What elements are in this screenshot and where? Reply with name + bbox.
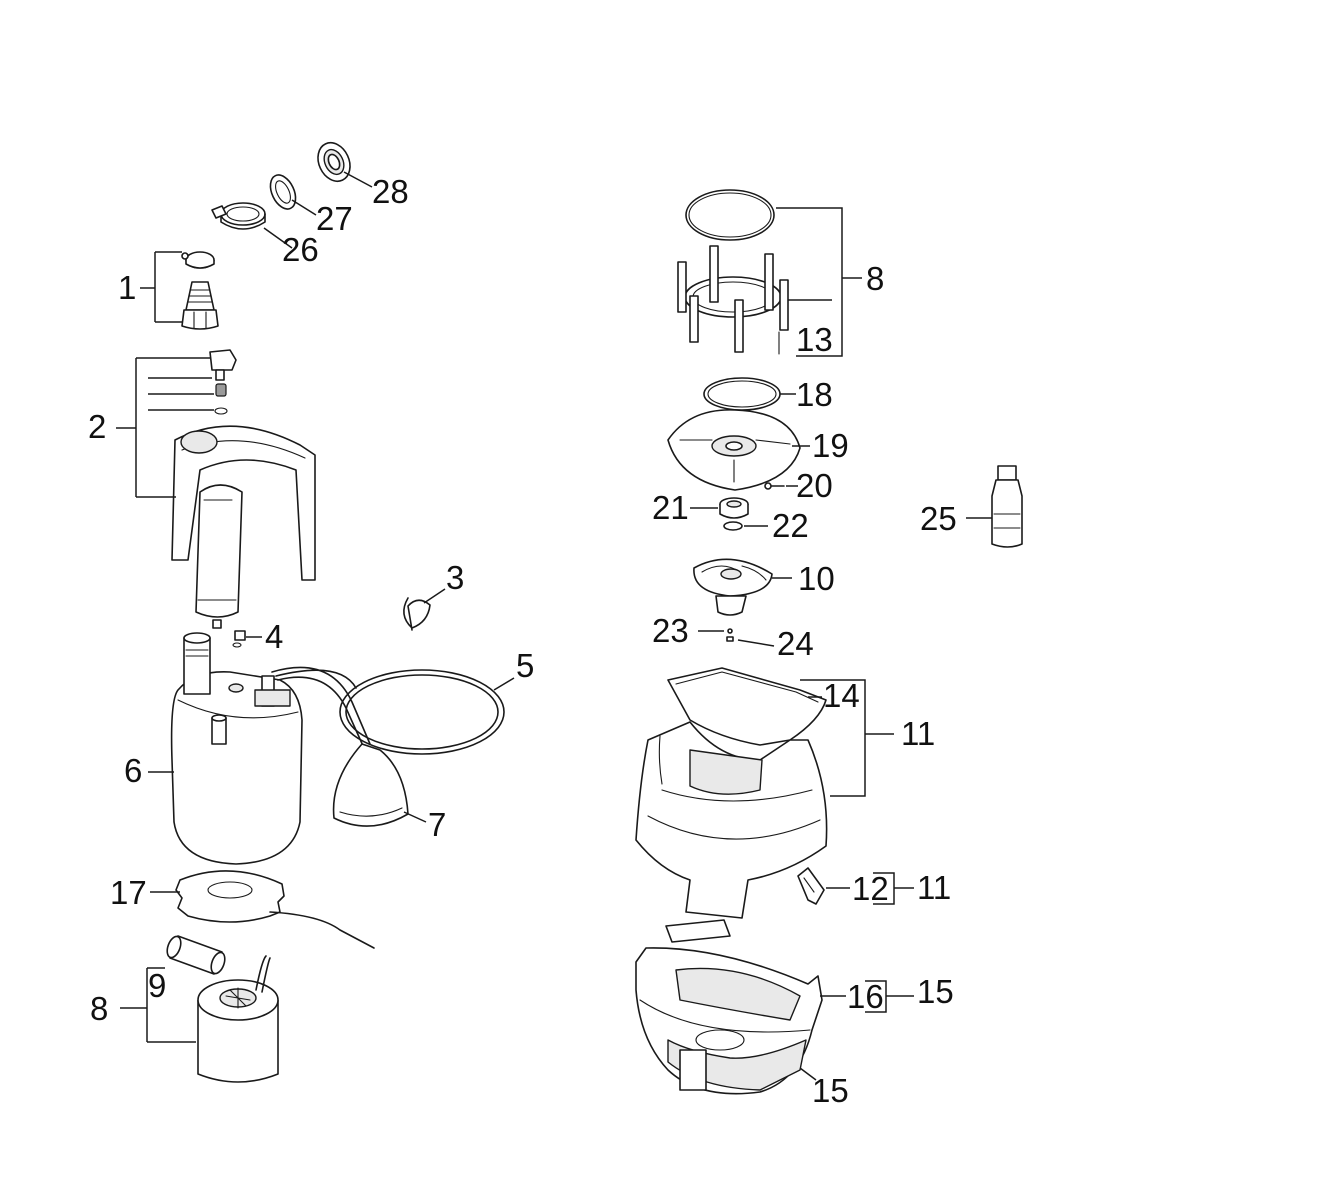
callout-17: 17 — [110, 874, 147, 911]
callout-6: 6 — [124, 752, 142, 789]
callout-22: 22 — [772, 507, 809, 544]
part-7-float-switch — [271, 666, 409, 827]
part-22-seal-ring — [723, 521, 743, 531]
part-11-clip — [665, 919, 731, 943]
callout-15-bottom: 15 — [812, 1072, 849, 1109]
callout-16: 16 — [847, 978, 884, 1015]
callout-11-bottom: 11 — [917, 869, 951, 906]
part-5-power-cable — [275, 669, 505, 755]
part-15-strainer-base — [635, 947, 823, 1095]
part-11-pump-base — [635, 667, 828, 919]
part-10-impeller — [693, 558, 773, 616]
part-25-oil-bottle — [991, 465, 1023, 548]
part-8-motor-unit — [197, 955, 279, 1083]
part-8-top-frame — [677, 189, 789, 355]
callout-2: 2 — [88, 408, 106, 445]
part-12-latch — [797, 867, 825, 905]
callout-4: 4 — [265, 618, 283, 655]
part-1-outlet-connector — [181, 251, 219, 330]
callout-23: 23 — [652, 612, 689, 649]
callout-25: 25 — [920, 500, 957, 537]
callout-28: 28 — [372, 173, 409, 210]
callout-8-right: 8 — [866, 260, 884, 297]
callout-11-top: 11 — [901, 715, 935, 752]
callout-5: 5 — [516, 647, 534, 684]
callout-14: 14 — [823, 677, 860, 714]
callout-8-left: 8 — [90, 990, 108, 1027]
callout-26: 26 — [282, 231, 319, 268]
part-3-clip — [403, 597, 431, 631]
part-2-handle-assembly — [171, 349, 316, 629]
part-6-pump-housing — [170, 632, 303, 865]
callout-19: 19 — [812, 427, 849, 464]
callout-3: 3 — [446, 559, 464, 596]
callout-7: 7 — [428, 806, 446, 843]
part-26-hose-clamp — [211, 202, 266, 230]
callout-24: 24 — [777, 625, 814, 662]
callout-21: 21 — [652, 489, 689, 526]
callout-15-side: 15 — [917, 973, 954, 1010]
callout-20: 20 — [796, 467, 833, 504]
callout-27: 27 — [316, 200, 353, 237]
callout-9: 9 — [148, 967, 166, 1004]
callout-12: 12 — [852, 870, 889, 907]
part-27-seal-ring — [269, 174, 297, 210]
part-4-valve — [232, 630, 246, 648]
part-9-capacitor — [166, 935, 226, 975]
part-21-shaft-seal — [719, 497, 749, 519]
callout-1: 1 — [118, 269, 136, 306]
callout-18: 18 — [796, 376, 833, 413]
part-24-screw — [726, 636, 734, 642]
part-17-sensor-disc — [175, 870, 375, 949]
part-19-pump-cover — [667, 409, 801, 491]
part-18-o-ring — [703, 377, 781, 411]
part-23-washer — [727, 628, 733, 634]
part-28-union-nut — [317, 141, 351, 183]
callout-10: 10 — [798, 560, 835, 597]
callout-13: 13 — [796, 321, 833, 358]
part-20-screw — [764, 482, 785, 490]
